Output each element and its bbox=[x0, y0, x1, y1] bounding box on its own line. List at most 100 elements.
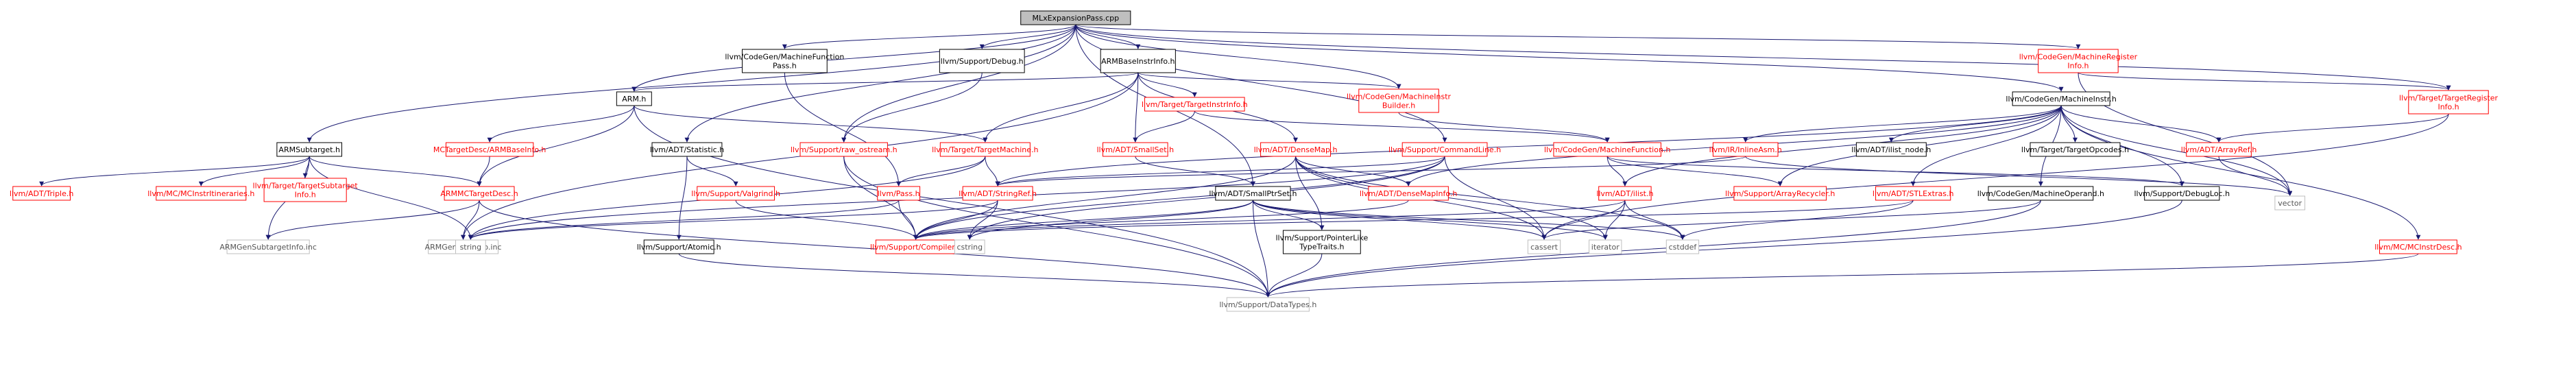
node-label: llvm/CodeGen/MachineRegister bbox=[2019, 53, 2138, 62]
node-cgmi[interactable]: llvm/CodeGen/MachineInstr.h bbox=[2006, 91, 2117, 106]
node-label: Builder.h bbox=[1382, 101, 1415, 110]
node-label: llvm/Support/Valgrind.h bbox=[691, 189, 780, 198]
node-cstddef[interactable]: cstddef bbox=[1665, 239, 1700, 254]
node-vector[interactable]: vector bbox=[2274, 195, 2306, 210]
node-cgmf[interactable]: llvm/CodeGen/MachineFunction.h bbox=[1544, 142, 1671, 157]
node-armsub[interactable]: ARMSubtarget.h bbox=[276, 142, 343, 157]
node-box bbox=[1589, 239, 1622, 254]
node-label: llvm/ADT/Triple.h bbox=[10, 189, 73, 198]
node-datatypes[interactable]: llvm/Support/DataTypes.h bbox=[1219, 297, 1316, 312]
node-label: Pass.h bbox=[773, 62, 797, 71]
node-arrayref[interactable]: llvm/ADT/ArrayRef.h bbox=[2181, 142, 2257, 157]
node-mcinstrdesc[interactable]: llvm/MC/MCInstrDesc.h bbox=[2374, 239, 2462, 254]
node-stlextras[interactable]: llvm/ADT/STLExtras.h bbox=[1873, 186, 1954, 201]
node-cmdline[interactable]: llvm/Support/CommandLine.h bbox=[1388, 142, 1501, 157]
edge-cmdline-to-cstring bbox=[967, 156, 1445, 240]
node-densemap[interactable]: llvm/ADT/DenseMap.h bbox=[1254, 142, 1338, 157]
edge-root-to-armsub bbox=[306, 24, 1076, 143]
node-label: MLxExpansionPass.cpp bbox=[1032, 14, 1119, 23]
edge-armbase-to-cgmib bbox=[1137, 72, 1401, 89]
node-cgmo[interactable]: llvm/CodeGen/MachineOperand.h bbox=[1977, 186, 2104, 201]
node-cassert[interactable]: cassert bbox=[1527, 239, 1561, 254]
edge-pass-to-string bbox=[468, 200, 900, 240]
node-label: llvm/ADT/ilist_node.h bbox=[1851, 145, 1931, 154]
node-smallptrset[interactable]: llvm/ADT/SmallPtrSet.h bbox=[1209, 186, 1297, 201]
node-iterator[interactable]: iterator bbox=[1589, 239, 1622, 254]
node-arrayrecycler[interactable]: llvm/Support/ArrayRecycler.h bbox=[1725, 186, 1835, 201]
node-box bbox=[1226, 297, 1310, 312]
node-armbase[interactable]: ARMBaseInstrInfo.h bbox=[1100, 49, 1176, 73]
edge-cgmi-to-ilist bbox=[1622, 105, 2062, 186]
node-statistic[interactable]: llvm/ADT/Statistic.h bbox=[650, 142, 725, 157]
node-label: cassert bbox=[1530, 243, 1558, 252]
node-tgtopcodes[interactable]: llvm/Target/TargetOpcodes.h bbox=[2021, 142, 2129, 157]
edge-densemap-to-iterator bbox=[1295, 156, 1608, 240]
node-label: llvm/CodeGen/MachineOperand.h bbox=[1977, 189, 2104, 198]
node-cstring[interactable]: cstring bbox=[954, 239, 985, 254]
node-label: ARMBaseInstrInfo.h bbox=[1101, 57, 1175, 66]
node-label: llvm/ADT/DenseMapInfo.h bbox=[1360, 189, 1458, 198]
edge-root-to-cgmfp bbox=[782, 24, 1076, 49]
edge-cmdline-to-stringref bbox=[995, 156, 1445, 186]
node-label: llvm/CodeGen/MachineFunction.h bbox=[1544, 145, 1671, 154]
node-pass[interactable]: llvm/Pass.h bbox=[877, 186, 921, 201]
node-densemapinfo[interactable]: llvm/ADT/DenseMapInfo.h bbox=[1360, 186, 1458, 201]
node-label: llvm/Target/TargetInstrInfo.h bbox=[1142, 100, 1248, 109]
node-label: llvm/ADT/SmallPtrSet.h bbox=[1209, 189, 1297, 198]
node-debug[interactable]: llvm/Support/Debug.h bbox=[939, 49, 1025, 73]
node-label: llvm/ADT/Statistic.h bbox=[650, 145, 725, 154]
node-armmctd[interactable]: ARMMCTargetDesc.h bbox=[440, 186, 518, 201]
node-label: llvm/Target/TargetMachine.h bbox=[932, 145, 1038, 154]
node-box bbox=[1401, 142, 1488, 157]
edge-armsub-to-armmctd bbox=[309, 156, 482, 186]
node-debugloc[interactable]: llvm/Support/DebugLoc.h bbox=[2134, 186, 2230, 201]
node-label: cstddef bbox=[1669, 243, 1698, 252]
edge-ilist-to-cassert bbox=[1541, 200, 1626, 240]
node-label: llvm/Target/TargetSubtarget bbox=[253, 182, 359, 191]
node-label: llvm/ADT/DenseMap.h bbox=[1254, 145, 1338, 154]
node-box bbox=[1553, 142, 1661, 157]
edge-stringref-to-cstring bbox=[967, 200, 998, 240]
node-tgtmachine[interactable]: llvm/Target/TargetMachine.h bbox=[932, 142, 1039, 157]
node-label: llvm/ADT/StringRef.h bbox=[959, 189, 1037, 198]
edge-cgmi-to-arrayref bbox=[2060, 105, 2222, 143]
node-stringref[interactable]: llvm/ADT/StringRef.h bbox=[959, 186, 1037, 201]
node-box bbox=[1282, 230, 1361, 254]
edge-tgtinstr-to-cgmf bbox=[1194, 110, 1610, 143]
edge-cgmrinfo-to-tgtreg bbox=[2078, 72, 2451, 91]
edge-pass-to-compiler bbox=[898, 200, 919, 240]
node-valgrind[interactable]: llvm/Support/Valgrind.h bbox=[691, 186, 780, 201]
node-inlineasm[interactable]: llvm/IR/InlineAsm.h bbox=[1709, 142, 1782, 157]
node-rawos[interactable]: llvm/Support/raw_ostream.h bbox=[791, 142, 898, 157]
node-mctgtarmbase[interactable]: MCTargetDesc/ARMBaseInfo.h bbox=[433, 142, 546, 157]
edge-root-to-statistic bbox=[684, 24, 1076, 143]
node-ilist[interactable]: llvm/ADT/ilist.h bbox=[1596, 186, 1653, 201]
edge-cgmi-to-mcinstrdesc bbox=[2060, 105, 2421, 240]
node-label: llvm/ADT/SmallSet.h bbox=[1097, 145, 1175, 154]
node-smallset[interactable]: llvm/ADT/SmallSet.h bbox=[1097, 142, 1175, 157]
node-label: MCTargetDesc/ARMBaseInfo.h bbox=[433, 145, 546, 154]
edge-cgmi-to-stringref bbox=[995, 105, 2062, 186]
node-ilistnode[interactable]: llvm/ADT/ilist_node.h bbox=[1851, 142, 1931, 157]
edge-cgmo-to-datatypes bbox=[1265, 200, 2041, 298]
node-label: llvm/CodeGen/MachineFunction bbox=[725, 53, 844, 62]
node-compiler[interactable]: llvm/Support/Compiler.h bbox=[870, 239, 961, 254]
node-box bbox=[2012, 91, 2110, 106]
node-label: TypeTraits.h bbox=[1299, 243, 1344, 252]
node-string[interactable]: string bbox=[455, 239, 486, 254]
node-mcinstritin[interactable]: llvm/MC/MCInstrItineraries.h bbox=[147, 186, 254, 201]
node-box bbox=[939, 142, 1031, 157]
node-tgtinstr[interactable]: llvm/Target/TargetInstrInfo.h bbox=[1142, 97, 1248, 112]
node-triple[interactable]: llvm/ADT/Triple.h bbox=[10, 186, 73, 201]
node-armh[interactable]: ARM.h bbox=[616, 91, 652, 106]
node-atomic[interactable]: llvm/Support/Atomic.h bbox=[637, 239, 721, 254]
node-armsubinc[interactable]: ARMGenSubtargetInfo.inc bbox=[219, 239, 317, 254]
edge-statistic-to-atomic bbox=[676, 156, 688, 240]
